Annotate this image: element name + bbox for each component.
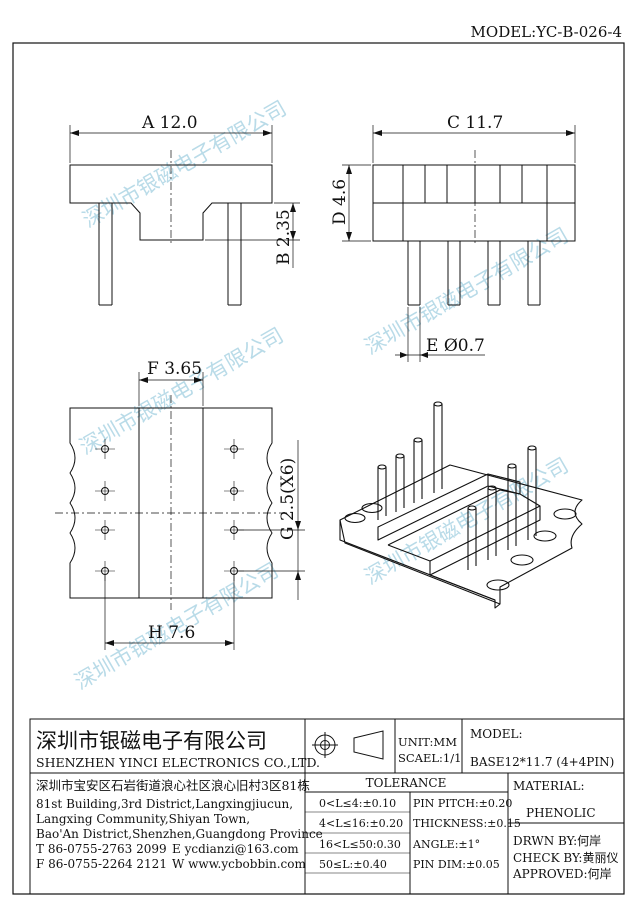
iso-pin [395, 456, 405, 512]
iso-right-block [429, 506, 541, 601]
unit-label: UNIT:MM [398, 735, 457, 749]
tolerance-row: 4<L≤16:±0.20 [319, 817, 403, 830]
iso-pin [377, 467, 387, 520]
watermark-layer: 深圳市银磁电子有限公司 深圳市银磁电子有限公司 深圳市银磁电子有限公司 深圳市银… [71, 96, 573, 694]
bottom-view-outline [69, 407, 273, 599]
watermark-text: 深圳市银磁电子有限公司 [361, 453, 573, 589]
tolerance-row: 0<L≤4:±0.10 [319, 797, 396, 810]
dimension-c-label: C 11.7 [447, 113, 503, 133]
iso-scallop [510, 554, 534, 566]
iso-scallop [533, 530, 557, 542]
dimension-e-label: E Ø0.7 [426, 336, 485, 356]
iso-pin-top [507, 463, 517, 469]
company-name-en: SHENZHEN YINCI ELECTRONICS CO.,LTD. [36, 755, 320, 770]
checked-by: CHECK BY:黄丽仪 [513, 851, 618, 865]
iso-pin-top [395, 453, 405, 459]
iso-pin-top [487, 485, 497, 491]
model-header: MODEL:YC-B-026-4 [471, 23, 622, 41]
iso-pin [433, 404, 443, 493]
dimension-h-label: H 7.6 [148, 623, 195, 643]
front-view-outline [69, 164, 273, 241]
contact-tel: T 86-0755-2763 2099 [36, 842, 167, 856]
tolerance-row: PIN DIM:±0.05 [413, 858, 500, 871]
iso-pin-top [413, 437, 423, 443]
side-view-base [372, 202, 576, 242]
material-label: MATERIAL: [513, 779, 585, 793]
iso-base-top [339, 464, 583, 605]
approved-by: APPROVED:何岸 [512, 867, 612, 881]
tolerance-row: PIN PITCH:±0.20 [413, 797, 512, 810]
title-block [29, 718, 625, 895]
tolerance-title: TOLERANCE [366, 776, 447, 790]
projection-symbol-cone [312, 730, 384, 760]
iso-scallop [361, 502, 383, 514]
contact-web: W www.ycbobbin.com [172, 857, 306, 871]
front-view [69, 125, 300, 306]
material-value: PHENOLIC [526, 806, 596, 820]
dimension-b-label: B 2.35 [274, 209, 294, 265]
iso-scallop [553, 508, 577, 520]
watermark-text: 深圳市银磁电子有限公司 [76, 323, 288, 459]
address-cn: 深圳市宝安区石岩街道浪心社区浪心旧村3区81栋 [36, 778, 310, 793]
tolerance-row: THICKNESS:±0.15 [413, 817, 521, 830]
iso-scallop [344, 512, 366, 524]
iso-scallop [486, 579, 510, 591]
iso-pin [507, 466, 517, 550]
iso-channel [387, 489, 541, 562]
model-label: MODEL: [470, 727, 523, 741]
iso-pin [413, 440, 423, 503]
iso-pin-top [433, 401, 443, 407]
dimension-d-label: D 4.6 [330, 179, 350, 225]
tolerance-row: ANGLE:±1° [412, 838, 480, 851]
address-en-line: Langxing Community,Shiyan Town, [36, 812, 250, 826]
iso-pin-top [527, 445, 537, 451]
iso-pin [487, 488, 497, 560]
address-en-line: 81st Building,3rd District,Langxingjiucu… [36, 797, 293, 811]
iso-pin [467, 508, 477, 570]
contact-fax: F 86-0755-2264 2121 [36, 857, 167, 871]
drawn-by: DRWN BY:何岸 [513, 834, 601, 848]
address-en-line: Bao'An District,Shenzhen,Guangdong Provi… [36, 827, 323, 841]
tolerance-row: 16<L≤50:0.30 [319, 838, 401, 851]
dimension-a-label: A 12.0 [141, 113, 198, 133]
dimension-g-label: G 2.5(X6) [278, 458, 298, 540]
contact-email: E ycdianzi@163.com [172, 842, 299, 856]
pin-holes-right [224, 439, 244, 581]
iso-left-block [377, 473, 521, 541]
iso-pin-top [467, 505, 477, 511]
side-view [342, 125, 576, 362]
company-name-cn: 深圳市银磁电子有限公司 [36, 729, 267, 753]
isometric-view [339, 401, 583, 609]
bottom-view [55, 372, 305, 650]
iso-pin [527, 448, 537, 540]
pin-holes-left [95, 439, 115, 581]
iso-pin-top [377, 464, 387, 470]
dimension-f-label: F 3.65 [147, 359, 202, 379]
tolerance-row: 50≤L:±0.40 [319, 858, 387, 871]
scale-label: SCAEL:1/1 [398, 751, 461, 765]
model-value: BASE12*11.7 (4+4PIN) [470, 755, 614, 769]
